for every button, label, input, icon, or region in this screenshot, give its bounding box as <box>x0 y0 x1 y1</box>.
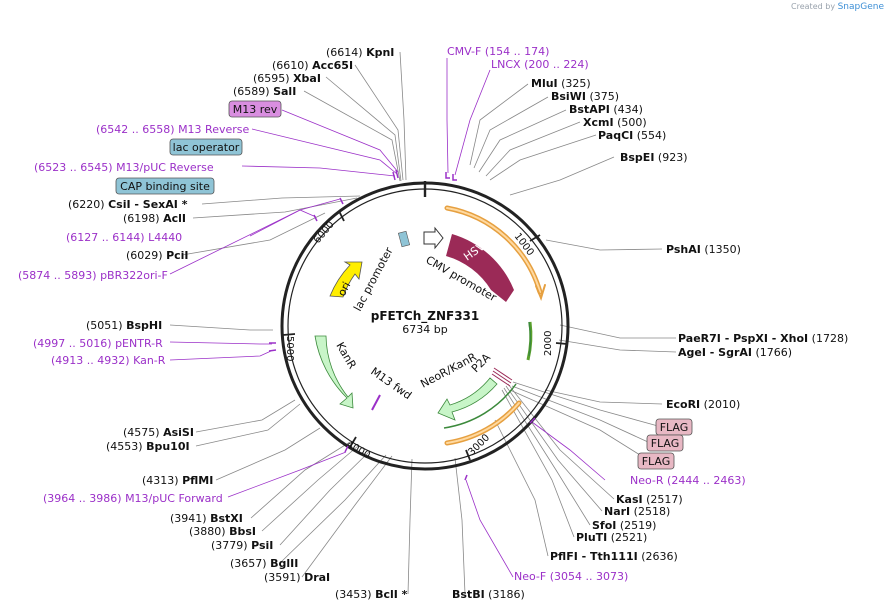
enzyme-paqci: PaqCI (554) <box>598 129 666 142</box>
enzyme-drai: (3591) DraI <box>264 571 330 584</box>
enzyme-kasi: KasI (2517) <box>616 493 683 506</box>
svg-text:FLAG: FLAG <box>651 437 680 450</box>
enzyme-psii: (3779) PsiI <box>211 539 273 552</box>
svg-text:CAP binding site: CAP binding site <box>120 180 210 193</box>
boxed-feature-lac-operator: lac operator <box>169 138 243 156</box>
enzyme-bglii: (3657) BglII <box>230 557 298 570</box>
scale-ticks <box>282 210 568 461</box>
svg-text:FLAG: FLAG <box>660 421 689 434</box>
enzyme-pshai: PshAI (1350) <box>666 243 741 256</box>
label-m13-fwd: M13 fwd <box>368 365 414 402</box>
tick-label-5000: 5000 <box>284 336 295 361</box>
enzyme-asisi: (4575) AsiSI <box>123 426 194 439</box>
plasmid-length: 6734 bp <box>402 323 447 336</box>
label-kanr: KanR <box>333 340 359 371</box>
enzyme-acli: (6198) AclI <box>123 212 186 225</box>
enzyme-pflmi: (4313) PflMI <box>142 474 213 487</box>
primer-pentr-r: (4997 .. 5016) pENTR-R <box>33 337 163 350</box>
enzyme-paer7i-pspxi-xhoi: PaeR7I - PspXI - XhoI (1728) <box>678 332 848 345</box>
primer-neo-r: Neo-R (2444 .. 2463) <box>630 474 746 487</box>
enzyme-bspei: BspEI (923) <box>620 151 688 164</box>
primer-m13-puc-reverse: (6523 .. 6545) M13/pUC Reverse <box>34 161 214 174</box>
label-ori: ori <box>335 280 353 299</box>
enzyme-bpu10i: (4553) Bpu10I <box>106 440 190 453</box>
primer-m13-puc-forward: (3964 .. 3986) M13/pUC Forward <box>43 492 223 505</box>
boxed-feature-flag-3: FLAG <box>637 452 675 470</box>
svg-text:FLAG: FLAG <box>642 455 671 468</box>
enzyme-pluti: PluTI (2521) <box>576 531 647 544</box>
enzyme-csii-sexai: (6220) CsiI - SexAI * <box>68 198 188 211</box>
feature-m13-fwd <box>371 394 381 411</box>
enzyme-pcii: (6029) PciI <box>126 249 189 262</box>
inner-green-arcs <box>443 321 532 429</box>
label-lac-promoter: lac promoter <box>351 245 396 314</box>
enzyme-acc65i: (6610) Acc65I <box>272 59 353 72</box>
enzyme-bstxi: (3941) BstXI <box>170 512 243 525</box>
snapgene-logo: SnapGene <box>837 2 884 12</box>
enzyme-nari: NarI (2518) <box>604 505 670 518</box>
enzyme-ecori: EcoRI (2010) <box>666 398 740 411</box>
enzyme-kpni: (6614) KpnI <box>326 46 394 59</box>
primer-kan-r: (4913 .. 4932) Kan-R <box>51 354 166 367</box>
boxed-feature-flag-2: FLAG <box>646 434 684 452</box>
enzyme-pflfi-tth111i: PflFI - Tth111I (2636) <box>550 550 678 563</box>
primer-l4440: (6127 .. 6144) L4440 <box>66 231 182 244</box>
svg-text:lac operator: lac operator <box>173 141 240 154</box>
enzyme-mlui: MluI (325) <box>531 77 591 90</box>
orf-arc-bottom <box>444 400 522 446</box>
primer-neo-f: Neo-F (3054 .. 3073) <box>514 570 628 583</box>
enzyme-bstapi: BstAPI (434) <box>569 103 643 116</box>
feature-ori <box>329 261 363 298</box>
feature-hsv-tk <box>446 234 514 302</box>
primer-lncx: LNCX (200 .. 224) <box>491 58 589 71</box>
svg-text:M13 rev: M13 rev <box>233 103 278 116</box>
enzyme-bsphi: (5051) BspHI <box>86 319 162 332</box>
enzyme-sali: (6589) SalI <box>233 85 296 98</box>
primer-cmv-f: CMV-F (154 .. 174) <box>447 45 549 58</box>
feature-kanr <box>314 335 354 409</box>
primer-marks <box>268 169 536 481</box>
feature-lac-operator-bar <box>397 230 411 248</box>
enzyme-xbai: (6595) XbaI <box>253 72 321 85</box>
boxed-feature-m13-rev: M13 rev <box>228 100 282 118</box>
primer-pbr322ori-f: (5874 .. 5893) pBR322ori-F <box>18 269 168 282</box>
plasmid-name: pFETCh_ZNF331 <box>371 309 480 324</box>
label-neor-kanr: NeoR/KanR <box>418 350 479 390</box>
boxed-feature-flag-1: FLAG <box>655 418 693 436</box>
feature-neor-kanr <box>437 377 498 421</box>
enzyme-bsiwi: BsiWI (375) <box>551 90 619 103</box>
primer-m13-reverse: (6542 .. 6558) M13 Reverse <box>96 123 249 136</box>
tick-label-4000: 4000 <box>345 439 373 461</box>
snapgene-credit: Created by SnapGene <box>791 2 884 12</box>
tick-label-2000: 2000 <box>543 331 554 356</box>
orf-arc-top <box>444 205 546 301</box>
boxed-feature-cap-binding-site: CAP binding site <box>115 177 215 195</box>
enzyme-agei-sgrai: AgeI - SgrAI (1766) <box>678 346 792 359</box>
leader-lines <box>169 51 677 595</box>
enzyme-bbsi: (3880) BbsI <box>189 525 256 538</box>
feature-cmv-promoter <box>423 226 444 250</box>
enzyme-sfoi: SfoI (2519) <box>592 519 656 532</box>
enzyme-bcli: (3453) BclI * <box>335 588 408 601</box>
enzyme-xcmi: XcmI (500) <box>583 116 647 129</box>
enzyme-bstbi: BstBI (3186) <box>452 588 525 601</box>
feature-flag-cluster <box>491 367 513 387</box>
